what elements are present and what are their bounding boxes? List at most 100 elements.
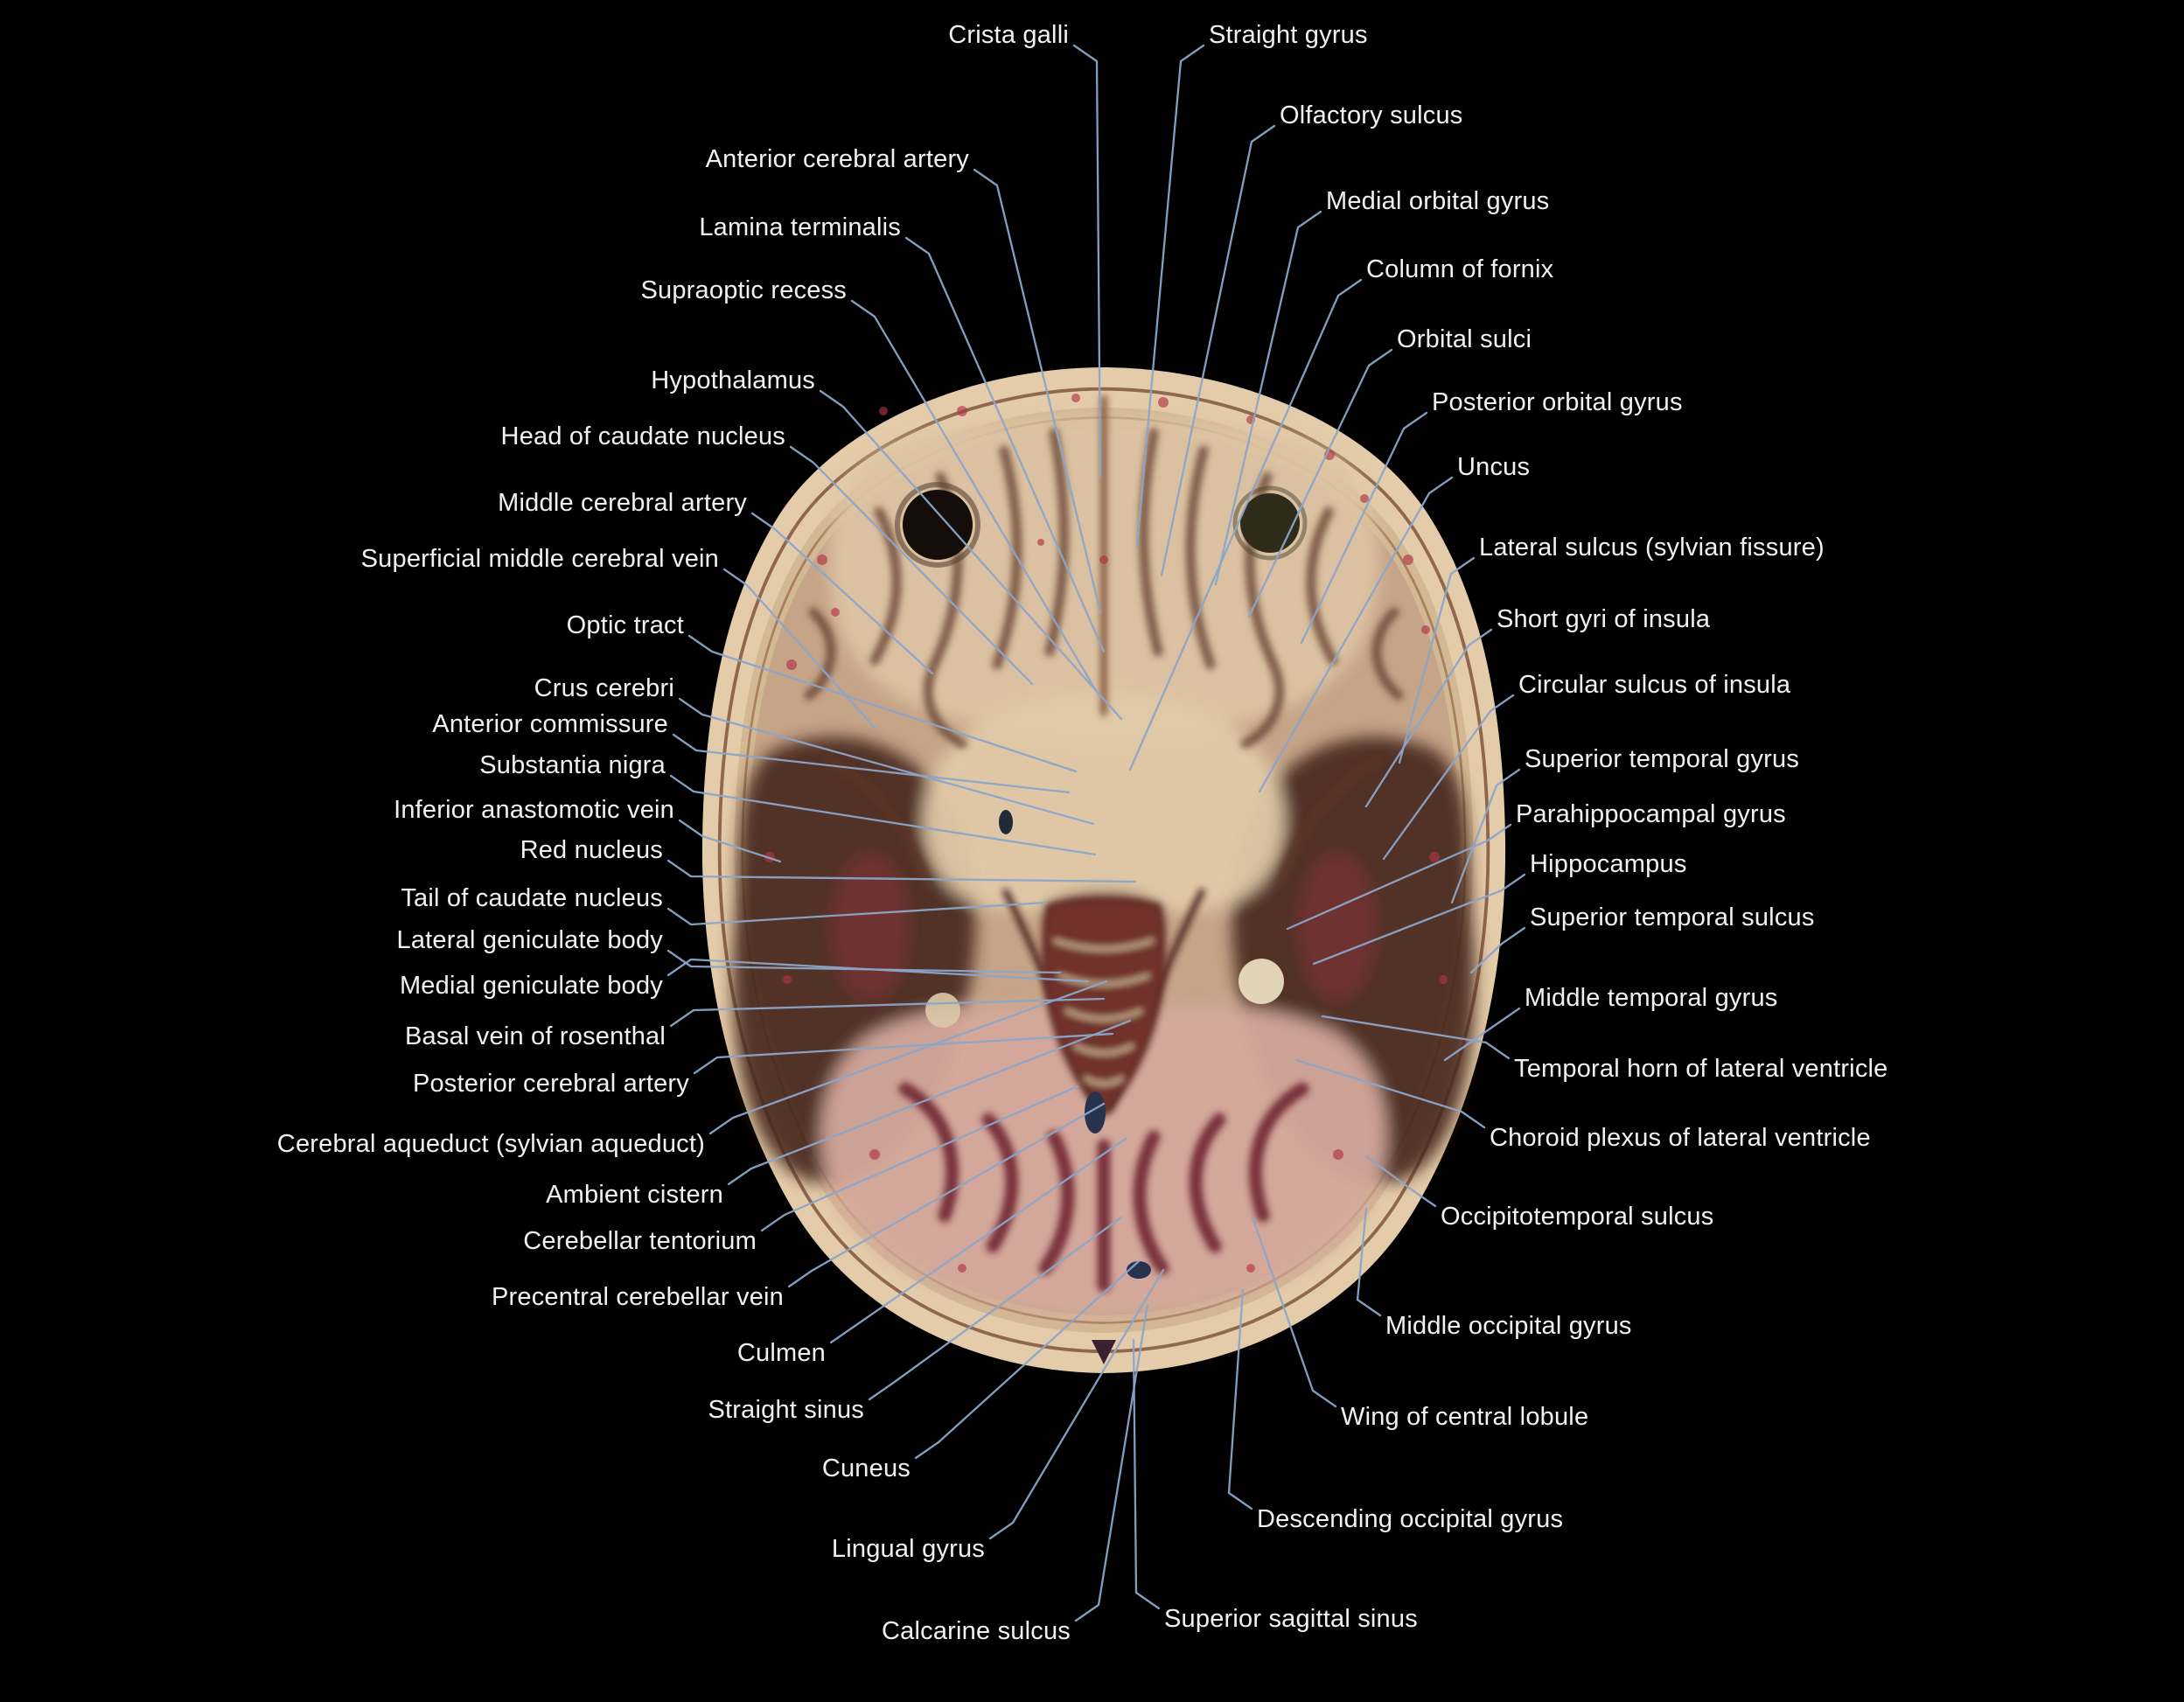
leader-line	[829, 1137, 1127, 1344]
leader-line	[678, 697, 1095, 826]
label-head-of-caudate-nucleus: Head of caudate nucleus	[500, 422, 785, 450]
label-culmen: Culmen	[736, 1339, 826, 1367]
label-medial-geniculate-body: Medial geniculate body	[399, 972, 663, 1000]
label-lingual-gyrus: Lingual gyrus	[831, 1535, 985, 1563]
leader-line	[789, 445, 1034, 686]
leader-line	[1300, 411, 1428, 645]
leader-line	[687, 634, 1078, 773]
label-wing-of-central-lobule: Wing of central lobule	[1341, 1403, 1589, 1431]
label-optic-tract: Optic tract	[566, 611, 684, 639]
leader-line	[1364, 628, 1493, 808]
leader-line	[1128, 278, 1363, 771]
label-short-gyri-of-insula: Short gyri of insula	[1497, 605, 1711, 633]
leader-line	[1450, 768, 1521, 904]
label-straight-sinus: Straight sinus	[708, 1396, 864, 1424]
left-dark-vessel-spot	[903, 490, 973, 560]
label-posterior-orbital-gyrus: Posterior orbital gyrus	[1432, 388, 1683, 416]
leader-line	[666, 958, 1090, 983]
label-superior-temporal-sulcus: Superior temporal sulcus	[1530, 903, 1815, 931]
label-superficial-middle-cerebral-vein: Superficial middle cerebral vein	[360, 545, 719, 573]
leader-line	[850, 299, 1097, 691]
label-calcarine-sulcus: Calcarine sulcus	[882, 1617, 1071, 1645]
leader-line	[666, 901, 1048, 926]
label-uncus: Uncus	[1457, 453, 1531, 481]
leader-line	[1227, 1288, 1253, 1510]
label-ambient-cistern: Ambient cistern	[546, 1181, 723, 1209]
leader-line	[760, 1085, 1079, 1232]
label-posterior-cerebral-artery: Posterior cerebral artery	[412, 1070, 689, 1098]
leader-line	[1382, 694, 1515, 861]
label-descending-occipital-gyrus: Descending occipital gyrus	[1257, 1505, 1564, 1533]
leader-line	[722, 568, 876, 729]
label-basal-vein-of-rosenthal: Basal vein of rosenthal	[405, 1022, 666, 1050]
label-crus-cerebri: Crus cerebri	[534, 674, 674, 702]
leader-line	[1356, 1207, 1382, 1317]
label-inferior-anastomotic-vein: Inferior anastomotic vein	[394, 796, 674, 824]
label-lateral-geniculate-body: Lateral geniculate body	[396, 926, 663, 954]
leader-line	[1312, 873, 1526, 966]
leader-line	[1214, 210, 1322, 586]
leader-line	[727, 1019, 1132, 1186]
leader-line	[678, 819, 782, 863]
label-middle-temporal-gyrus: Middle temporal gyrus	[1525, 984, 1778, 1012]
vessel-and-feature-spots	[764, 394, 1448, 1364]
leader-line	[669, 997, 1106, 1028]
label-middle-cerebral-artery: Middle cerebral artery	[498, 489, 747, 517]
label-circular-sulcus-of-insula: Circular sulcus of insula	[1518, 671, 1791, 699]
label-temporal-horn-of-lateral-ventricle: Temporal horn of lateral ventricle	[1514, 1055, 1888, 1083]
label-orbital-sulci: Orbital sulci	[1397, 325, 1532, 353]
label-anterior-cerebral-artery: Anterior cerebral artery	[705, 145, 969, 173]
right-dark-vessel-spot	[1240, 493, 1300, 553]
leader-line	[1258, 476, 1454, 793]
label-crista-galli: Crista galli	[948, 21, 1069, 49]
label-middle-occipital-gyrus: Middle occipital gyrus	[1385, 1312, 1632, 1340]
leader-line	[988, 1268, 1165, 1540]
leader-line	[1443, 1007, 1521, 1062]
label-lamina-terminalis: Lamina terminalis	[699, 213, 901, 241]
superior-sagittal-sinus-notch	[1092, 1340, 1116, 1364]
leader-line	[1160, 124, 1276, 577]
label-anterior-commissure: Anterior commissure	[432, 710, 668, 738]
leader-line	[666, 859, 1137, 883]
label-hippocampus: Hippocampus	[1530, 850, 1687, 878]
leader-line	[1294, 1058, 1486, 1129]
leader-line	[1398, 556, 1476, 764]
label-substantia-nigra: Substantia nigra	[479, 751, 666, 779]
label-lateral-sulcus-sylvian-fissure: Lateral sulcus (sylvian fissure)	[1479, 534, 1825, 562]
label-superior-sagittal-sinus: Superior sagittal sinus	[1164, 1605, 1418, 1633]
leader-line	[672, 733, 1071, 794]
leader-line	[708, 980, 1108, 1135]
label-hypothalamus: Hypothalamus	[651, 366, 815, 394]
leader-line	[787, 1102, 1106, 1288]
leader-line	[914, 1259, 1141, 1460]
label-straight-gyrus: Straight gyrus	[1209, 21, 1368, 49]
leader-line	[750, 512, 934, 675]
label-column-of-fornix: Column of fornix	[1366, 255, 1554, 283]
leader-line	[1364, 1154, 1437, 1208]
label-tail-of-caudate-nucleus: Tail of caudate nucleus	[401, 884, 663, 912]
leader-line	[868, 1216, 1123, 1401]
label-red-nucleus: Red nucleus	[520, 836, 663, 864]
label-cerebral-aqueduct-sylvian-aqueduct: Cerebral aqueduct (sylvian aqueduct)	[276, 1130, 705, 1158]
label-cerebellar-tentorium: Cerebellar tentorium	[523, 1227, 757, 1255]
label-olfactory-sulcus: Olfactory sulcus	[1280, 101, 1463, 129]
leader-line	[1132, 1338, 1161, 1610]
leader-line	[904, 236, 1106, 653]
leader-line	[973, 168, 1102, 614]
label-choroid-plexus-of-lateral-ventricle: Choroid plexus of lateral ventricle	[1490, 1124, 1871, 1152]
leader-line	[1286, 823, 1512, 931]
label-medial-orbital-gyrus: Medial orbital gyrus	[1326, 187, 1550, 215]
leader-line	[1135, 44, 1205, 548]
leader-line	[819, 389, 1123, 721]
vermis	[1042, 897, 1166, 1118]
leader-line	[1247, 348, 1393, 618]
label-occipitotemporal-sulcus: Occipitotemporal sulcus	[1441, 1203, 1714, 1231]
leader-line	[669, 774, 1097, 856]
leader-line	[693, 1032, 1114, 1075]
label-precentral-cerebellar-vein: Precentral cerebellar vein	[491, 1283, 784, 1311]
leader-line	[666, 949, 1062, 974]
label-parahippocampal-gyrus: Parahippocampal gyrus	[1516, 800, 1786, 828]
